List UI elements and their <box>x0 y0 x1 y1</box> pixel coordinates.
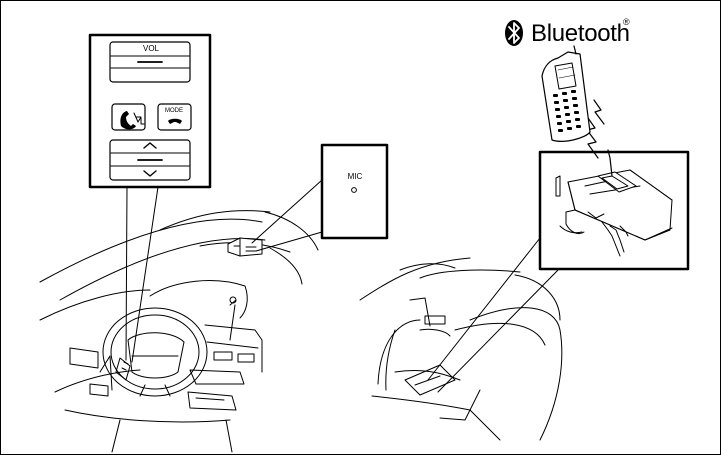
vol-label: VOL <box>136 44 166 53</box>
dashboard-drawing <box>40 211 318 452</box>
mic-label: MIC <box>335 172 375 181</box>
mic-callout-box <box>322 145 387 238</box>
steering-control-callout <box>126 187 158 362</box>
mic-location-drawing <box>228 180 322 256</box>
bluetooth-rune-icon <box>505 20 523 46</box>
tuning-switch[interactable] <box>110 140 190 180</box>
mobile-phone-icon <box>542 46 590 141</box>
registered-mark: ® <box>623 17 630 27</box>
bluetooth-brand-text: Bluetooth <box>531 20 630 48</box>
rear-seat-drawing <box>360 258 562 440</box>
steering-wheel-drawing <box>103 308 207 396</box>
mode-label: MODE <box>160 108 188 114</box>
wireless-signal-icon-2 <box>594 100 604 124</box>
